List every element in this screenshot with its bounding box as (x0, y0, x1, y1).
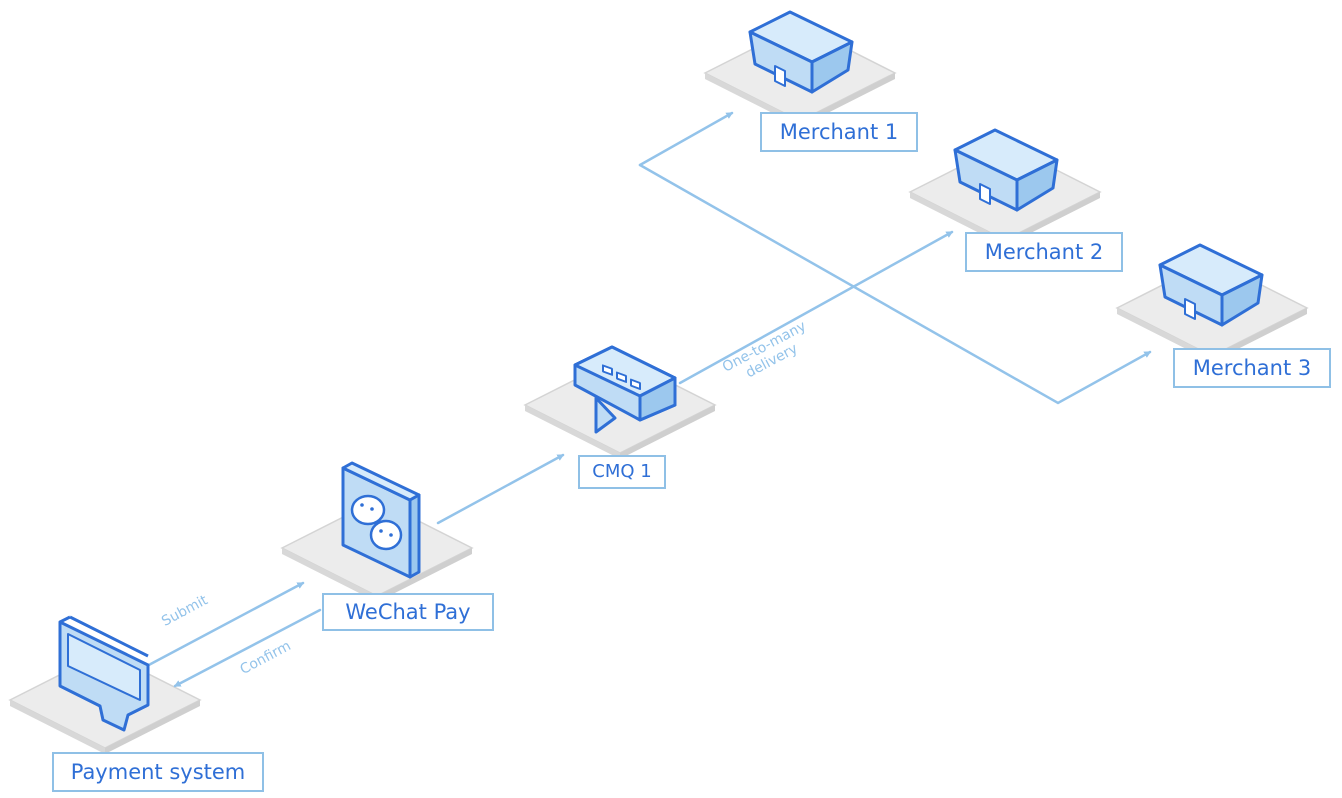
arrow-to-merchant-3 (638, 163, 1152, 405)
store-icon (748, 10, 854, 94)
wechat-icon (341, 461, 421, 579)
arrow-to-cmq (436, 453, 565, 525)
label-merchant-1: Merchant 1 (760, 112, 918, 152)
store-icon (953, 128, 1059, 212)
label-wechat-pay: WeChat Pay (322, 593, 494, 631)
monitor-icon (58, 615, 150, 732)
arrow-to-merchant-1 (638, 111, 734, 167)
message-queue-icon (573, 345, 677, 434)
arrow-to-merchant-2 (678, 230, 954, 385)
label-payment-system: Payment system (52, 752, 264, 792)
label-cmq: CMQ 1 (578, 455, 666, 489)
arrow-confirm (173, 608, 322, 688)
arrow-submit (143, 581, 305, 669)
label-merchant-2: Merchant 2 (965, 232, 1123, 272)
store-icon (1158, 243, 1264, 327)
label-merchant-3: Merchant 3 (1173, 348, 1331, 388)
